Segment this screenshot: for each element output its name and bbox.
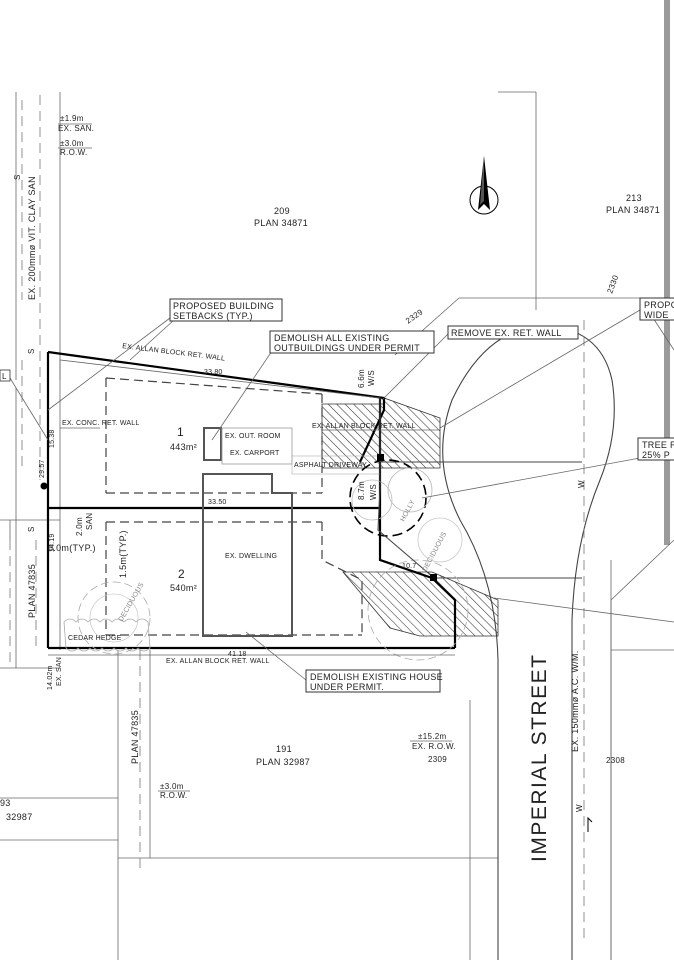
lot-boundaries: [46, 350, 582, 650]
lot2-area: 540m²: [170, 583, 197, 593]
imperial-street-label: IMPERIAL STREET: [528, 654, 551, 862]
dim-1538: 15.38: [49, 429, 56, 448]
dim-1402: 14.02m: [47, 665, 54, 690]
allan-wall-bottom: EX. ALLAN BLOCK RET. WALL: [166, 658, 270, 665]
vit-clay-san: EX. 200mmø VIT. CLAY SAN: [27, 176, 37, 300]
north-arrow-icon: [469, 156, 499, 215]
san-top-offset: ±1.9m: [60, 114, 84, 123]
sanitary-lines: [9, 95, 141, 870]
lot1-number: 1: [177, 425, 184, 439]
page-edge: [664, 0, 670, 545]
contour-2309: 2309: [428, 755, 447, 764]
setbacks-label-2: SETBACKS (TYP.): [173, 311, 253, 321]
s-marker-1: S: [13, 174, 22, 180]
row-b-offset: ±3.0m: [160, 782, 184, 791]
lot1-area: 443m²: [170, 442, 197, 452]
propo-2: WIDE: [644, 310, 669, 320]
plan-93: 32987: [6, 812, 33, 822]
watermain-label: EX. 150mmø A.C. W/M.: [570, 650, 580, 752]
w-marker-2: W: [575, 804, 584, 812]
dim-20: 2.0m: [75, 517, 84, 536]
contour-2329: 2329: [404, 307, 425, 325]
ex-row: EX. R.O.W.: [412, 742, 456, 751]
cedar-hedge: [63, 618, 151, 652]
plan-47835-b: PLAN 47835: [130, 710, 140, 764]
label-group: ±1.9m EX. SAN. ±3.0m R.O.W. EX. 200mmø V…: [0, 114, 674, 862]
dim-2957: 29.57: [39, 459, 46, 478]
dim-3350: 33.50: [208, 499, 227, 506]
setback-6: 6.0m(TYP.): [48, 543, 96, 553]
ex-carport-outline: [221, 427, 293, 465]
s-marker-3: S: [27, 526, 36, 532]
demolish-out-2: OUTBUILDINGS UNDER PERMIT: [274, 343, 420, 353]
conc-wall: EX. CONC. RET. WALL: [62, 420, 139, 427]
demolish-house-2: UNDER PERMIT.: [310, 682, 384, 692]
lot2-number: 2: [178, 567, 185, 581]
arrow-up-icon: [587, 816, 593, 832]
ex-carport: EX. CARPORT: [230, 450, 280, 457]
water-service: [40, 398, 437, 581]
deciduous-right: DECIDUOUS: [422, 531, 449, 573]
lot-191: 191: [276, 744, 292, 754]
asphalt-driveway: ASPHALT DRIVEWAY: [294, 462, 367, 469]
san-label: SAN: [85, 513, 94, 530]
remove-wall: REMOVE EX. RET. WALL: [451, 328, 562, 338]
plan-191: PLAN 32987: [256, 757, 310, 767]
plan-47835-a: PLAN 47835: [27, 564, 37, 618]
ex-dwelling: EX. DWELLING: [225, 553, 277, 560]
trees: [77, 459, 469, 661]
setbacks-label-1: PROPOSED BUILDING: [173, 301, 274, 311]
dim-87: 8.7m: [357, 481, 366, 500]
tree-2: 25% P: [642, 450, 670, 460]
ws-2: W/S: [369, 484, 378, 500]
san-top: EX. SAN.: [58, 124, 94, 133]
ex-out-room: EX. OUT. ROOM: [225, 433, 281, 440]
dim-4118: 41.18: [228, 651, 247, 658]
lot-93: 93: [0, 798, 11, 808]
dim-66: 6.6m: [357, 369, 366, 388]
ex-out-room-building: [203, 427, 222, 461]
cedar-hedge-label: CEDAR HEDGE: [68, 635, 122, 642]
lot-213: 213: [626, 193, 642, 203]
row-top-offset: ±3.0m: [60, 139, 84, 148]
deciduous-left: DECIDUOUS: [118, 581, 146, 623]
plan-213: PLAN 34871: [606, 205, 660, 215]
contour-2308: 2308: [606, 756, 625, 765]
contour-2330: 2330: [605, 274, 620, 295]
propo-1: PROPO: [644, 300, 674, 310]
holly-tree-circle: [349, 459, 427, 537]
tree-1: TREE R: [642, 440, 674, 450]
s-marker-2: S: [27, 348, 36, 354]
ex-san-b: EX. SAN: [56, 657, 63, 686]
ex-dwelling-building: [202, 473, 293, 637]
imperial-street-curbs: [442, 320, 615, 960]
w-marker-1: W: [577, 480, 586, 488]
lot-209: 209: [274, 206, 290, 216]
leader-lines: [9, 309, 674, 681]
ws-1: W/S: [367, 370, 376, 386]
plan-209: PLAN 34871: [254, 218, 308, 228]
allan-wall-right: EX. ALLAN BLOCK RET. WALL: [312, 423, 416, 430]
dim-3380: 33.80: [204, 369, 223, 376]
dim-1419: 14.19: [49, 533, 56, 552]
demolish-house-1: DEMOLISH EXISTING HOUSE: [310, 672, 443, 682]
row-top: R.O.W.: [60, 148, 88, 157]
hatched-areas: [321, 397, 499, 637]
left-edge-l: L: [2, 372, 7, 381]
retaining-walls: [48, 359, 455, 656]
property-lines: [0, 91, 674, 960]
demolish-out-1: DEMOLISH ALL EXISTING: [274, 333, 390, 343]
row-b: R.O.W.: [160, 791, 188, 800]
dim-152: ±15.2m: [418, 732, 446, 741]
dim-107: 10.7: [402, 563, 416, 570]
setback-15: 1.5m(TYP.): [118, 530, 128, 578]
